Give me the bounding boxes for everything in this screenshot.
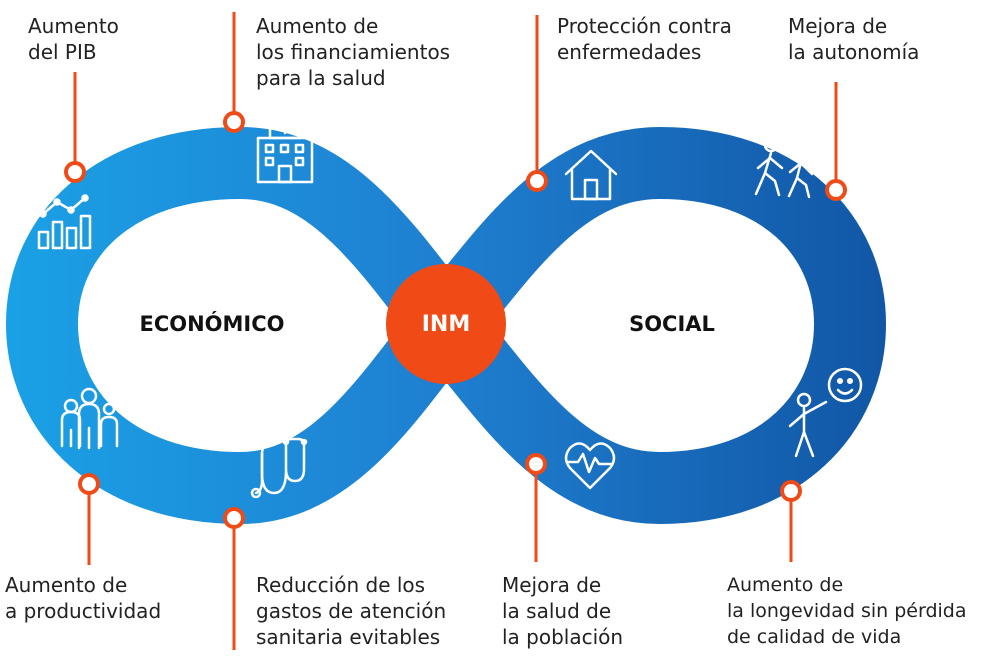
hub-label: INM bbox=[421, 311, 471, 337]
connector-dot bbox=[825, 179, 847, 201]
connector-dot bbox=[526, 170, 548, 192]
walking-people-icon bbox=[754, 137, 814, 199]
economic-label: ECONÓMICO bbox=[139, 312, 285, 336]
benefit-longevidad-label: Aumento de la longevidad sin pérdida de … bbox=[727, 574, 967, 648]
line-chart-icon bbox=[37, 194, 92, 250]
connector-dot bbox=[223, 507, 245, 529]
benefit-enfermedades-label: Protección contra enfermedades bbox=[557, 14, 732, 64]
connector-dot bbox=[223, 111, 245, 133]
hospital-icon bbox=[256, 116, 314, 184]
benefit-autonomia-label: Mejora de la autonomía bbox=[788, 14, 920, 64]
connector-dots bbox=[64, 111, 847, 529]
happy-person-icon bbox=[788, 367, 863, 458]
inm-hub: INM bbox=[386, 264, 506, 384]
stethoscope-icon bbox=[250, 437, 308, 499]
connector-dot bbox=[780, 480, 802, 502]
connector-dot bbox=[78, 473, 100, 495]
connector-dot bbox=[64, 161, 86, 183]
family-icon bbox=[60, 387, 119, 450]
benefit-financiamientos-label: Aumento de los financiamientos para la s… bbox=[256, 14, 451, 90]
benefit-salud-label: Mejora de la salud de la población bbox=[502, 573, 624, 649]
benefit-gastos-label: Reducción de los gastos de atención sani… bbox=[256, 573, 447, 649]
connector-dot bbox=[525, 453, 547, 475]
benefit-productividad-label: Aumento de a productividad bbox=[5, 573, 162, 623]
heart-pulse-icon bbox=[564, 442, 616, 490]
social-label: SOCIAL bbox=[629, 312, 715, 336]
connector-lines bbox=[73, 12, 838, 650]
house-icon bbox=[564, 149, 618, 201]
benefit-pib-label: Aumento del PIB bbox=[28, 14, 119, 64]
